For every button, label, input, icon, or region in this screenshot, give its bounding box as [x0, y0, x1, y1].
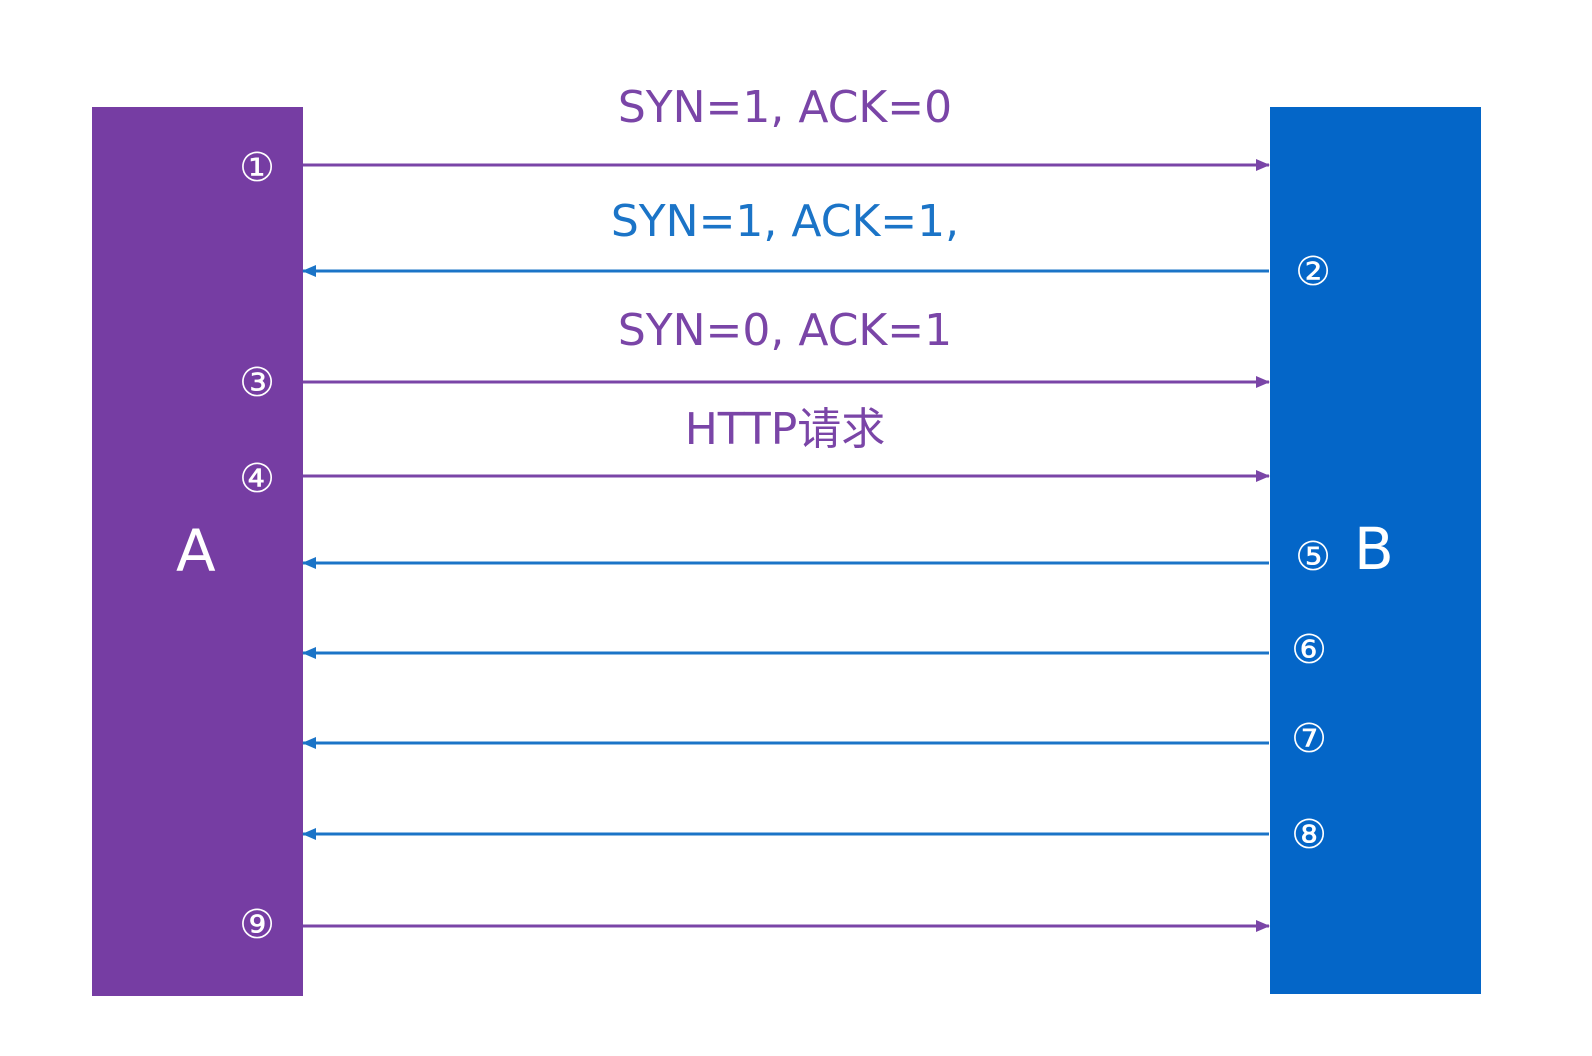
step-4-number: ④: [239, 456, 275, 502]
step-3-message: SYN=0, ACK=1: [617, 305, 953, 356]
step-9-number: ⑨: [239, 902, 275, 948]
step-7-number: ⑦: [1291, 716, 1327, 762]
step-2-message: SYN=1, ACK=1,: [610, 196, 960, 247]
step-2-number: ②: [1295, 249, 1331, 295]
step-5-number: ⑤: [1295, 534, 1331, 580]
step-8-number: ⑧: [1291, 812, 1327, 858]
host-b-bar: [1270, 107, 1481, 994]
step-1-message: SYN=1, ACK=0: [617, 82, 953, 133]
step-1-number: ①: [239, 145, 275, 191]
step-4-message: HTTP请求: [684, 404, 886, 455]
step-3-number: ③: [239, 360, 275, 406]
host-a-bar: [92, 107, 303, 996]
host-a-label: A: [176, 517, 216, 585]
host-b-label: B: [1354, 515, 1394, 583]
step-6-number: ⑥: [1291, 627, 1327, 673]
